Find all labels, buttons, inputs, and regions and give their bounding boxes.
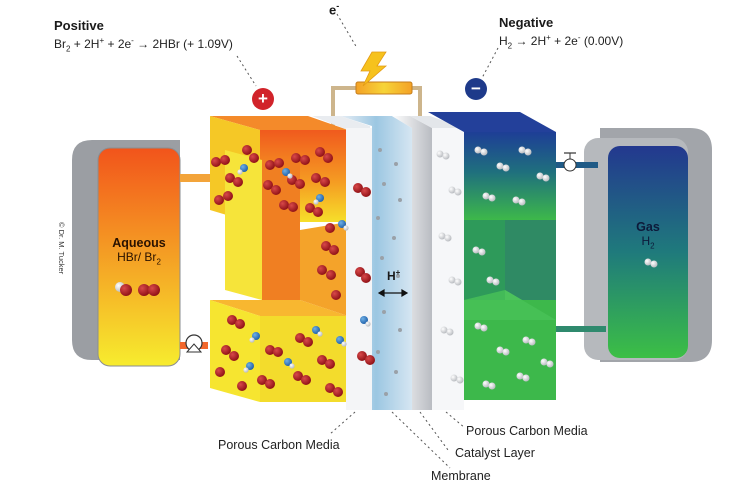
porous-carbon-right-front	[432, 128, 464, 410]
resistor-icon	[355, 81, 413, 95]
label-leader-lines	[329, 411, 466, 469]
membrane-layer	[340, 116, 412, 410]
gas-title: Gas	[636, 220, 660, 234]
aqueous-tank	[72, 140, 181, 367]
hbr-molecules	[237, 164, 371, 373]
negative-title: Negative	[499, 15, 554, 30]
positive-equation: Br2 + 2H+ + 2e- → 2HBr (+ 1.09V)	[54, 36, 233, 54]
lightning-icon	[360, 51, 388, 87]
negative-header: Negative H2 → 2H+ + 2e- (0.00V)	[499, 15, 623, 50]
porous-carbon-left-label: Porous Carbon Media	[218, 438, 340, 452]
positive-terminal-badge: +	[252, 88, 274, 110]
aqueous-tank-label: Aqueous HBr/ Br2	[98, 236, 180, 266]
negative-equation: H2 → 2H+ + 2e- (0.00V)	[499, 33, 624, 51]
catalyst-layer	[392, 116, 432, 410]
copyright-text: © Dr. M. Tucker	[57, 222, 66, 275]
catalyst-layer-label: Catalyst Layer	[455, 446, 535, 460]
gas-tank-label: Gas H2	[608, 220, 688, 250]
gas-bottom-pipe	[546, 326, 606, 332]
porous-carbon-right-label: Porous Carbon Media	[466, 424, 588, 438]
proton-label: H+	[387, 268, 401, 283]
aqueous-title: Aqueous	[112, 236, 166, 250]
aqueous-top-pipe	[180, 174, 212, 182]
pump-icon	[185, 334, 203, 353]
aqueous-subtitle: HBr/ Br2	[117, 250, 161, 267]
negative-terminal-sign: −	[471, 79, 481, 98]
positive-title: Positive	[54, 18, 104, 33]
negative-terminal-badge: −	[465, 78, 487, 100]
bromine-molecules	[211, 145, 375, 397]
positive-terminal-sign: +	[258, 89, 268, 108]
valve-icon	[563, 152, 577, 172]
gas-subtitle: H2	[641, 234, 655, 251]
gas-tank	[584, 128, 712, 362]
electron-dashed-line	[336, 13, 358, 49]
hydrogen-molecules	[436, 146, 658, 390]
positive-header: Positive Br2 + 2H+ + 2e- → 2HBr (+ 1.09V…	[54, 18, 233, 53]
electron-label: e-	[329, 1, 340, 18]
membrane-particles	[376, 148, 402, 396]
aqueous-tank-molecules	[115, 282, 160, 296]
membrane-label: Membrane	[431, 469, 491, 483]
proton-arrow	[377, 288, 409, 298]
